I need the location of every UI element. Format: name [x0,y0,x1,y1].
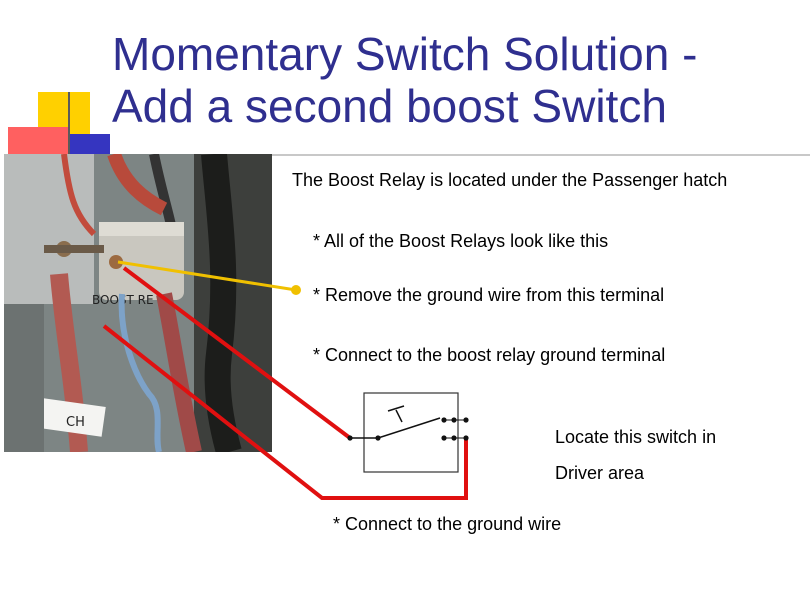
bullet-remove-ground-wire: * Remove the ground wire from this termi… [313,285,664,306]
relay-photo: BOOST RE CH [4,154,272,452]
accent-vertical-line [68,92,70,157]
title-line-2: Add a second boost Switch [112,80,802,132]
switch-location-line-1: Locate this switch in [555,427,716,448]
photo-label-ch: CH [66,415,85,430]
momentary-switch-schematic [347,393,468,472]
title-line-1: Momentary Switch Solution - [112,28,802,80]
relay-location-text: The Boost Relay is located under the Pas… [292,170,727,191]
slide-title: Momentary Switch Solution - Add a second… [112,28,802,132]
relay-photo-illustration: BOOST RE CH [4,154,272,452]
accent-blue-square [68,134,110,156]
connect-ground-wire-text: * Connect to the ground wire [333,514,561,535]
yellow-pointer-dot [291,285,301,295]
bullet-connect-ground-terminal: * Connect to the boost relay ground term… [313,345,665,366]
accent-red-square [8,127,70,155]
bullet-relays-look-alike: * All of the Boost Relays look like this [313,231,608,252]
switch-location-line-2: Driver area [555,463,644,484]
